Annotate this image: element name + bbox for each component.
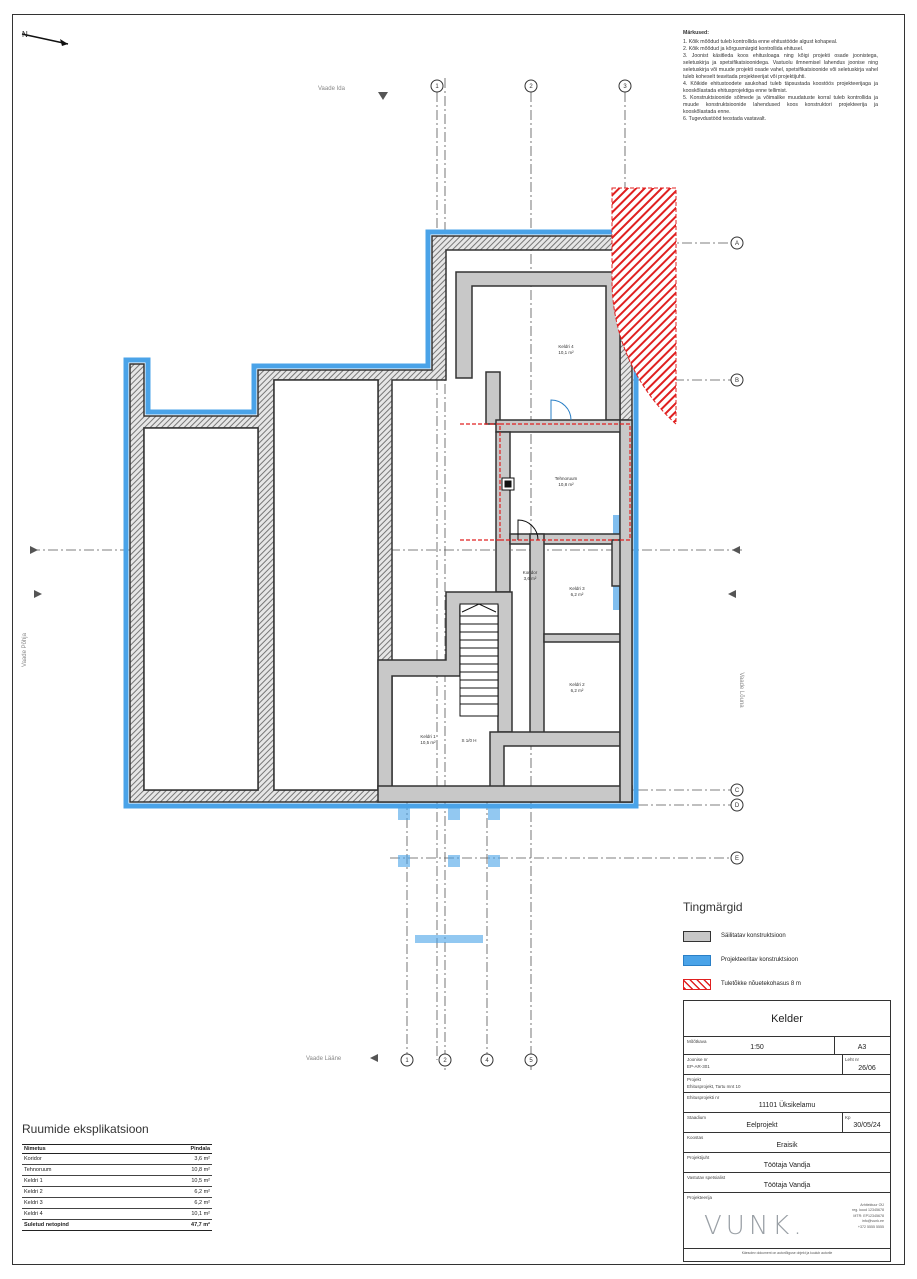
- scale: 1:50: [750, 1044, 764, 1051]
- legend-item-fire: Tuletõkke nõuetekohasus 8 m: [683, 972, 883, 996]
- project-manager: Töötaja Vandja: [763, 1162, 811, 1169]
- svg-text:B: B: [735, 378, 739, 384]
- drawing-sheet: [12, 14, 905, 1265]
- grid-bubble-labels: 1 2 3 A B C D E 1 2 4 5: [405, 84, 740, 1064]
- existing-walls-inner: [377, 271, 633, 803]
- col-header: Pindala: [150, 1144, 212, 1154]
- project: Ehitusprojekt, Tartu mnt 10: [687, 1084, 741, 1089]
- view-arrows: [30, 92, 740, 1062]
- sheet-no: 26/06: [858, 1065, 876, 1072]
- company-logo: VUNK.: [704, 1211, 806, 1241]
- drawing-no: EP-AR-301: [687, 1064, 710, 1069]
- existing-swatch: [683, 930, 711, 942]
- north-arrow-icon: [21, 33, 69, 46]
- room-name: Keldri 4: [558, 344, 574, 349]
- room-labels: Keldri 4 10,1 m² Tehnoruum 10,8 m² Korid…: [420, 344, 585, 745]
- svg-text:C: C: [735, 788, 740, 794]
- note-item: 6. Tugevdustööd teostada vastavalt.: [683, 116, 767, 123]
- svg-text:D: D: [735, 803, 740, 809]
- note-item: 3. Joonist käsitleda koos ehitusloaga ni…: [683, 53, 878, 81]
- stage: Eelprojekt: [746, 1122, 778, 1129]
- legend-item-projected: Projekteeritav konstruktsioon: [683, 948, 883, 972]
- svg-text:1: 1: [405, 1058, 409, 1064]
- responsible-specialist: Töötaja Vandja: [763, 1182, 811, 1189]
- north-label: N: [22, 30, 28, 39]
- svg-text:2: 2: [443, 1058, 447, 1064]
- room-name: Tehnoruum: [555, 476, 578, 481]
- room-area: 10,1 m²: [558, 350, 574, 355]
- sheet-title: Kelder: [771, 1013, 803, 1025]
- room-name: S 1/0 H: [461, 738, 476, 743]
- room-area: 6,2 m²: [571, 592, 584, 597]
- view-label-east: Vaade Lõuna: [738, 672, 744, 708]
- existing-walls-outer: [129, 235, 633, 803]
- date: 30/05/24: [853, 1122, 881, 1129]
- legend: Tingmärgid Säilitatav konstruktsioon Pro…: [683, 900, 883, 996]
- room-area: 10,8 m²: [558, 482, 574, 487]
- svg-text:A: A: [735, 241, 739, 247]
- svg-text:3: 3: [623, 84, 627, 90]
- room-name: Keldri 1: [420, 734, 436, 739]
- fire-zone: [460, 187, 677, 541]
- designer-info: Arhitektuur OÜ reg. kood 12345678 MTR: E…: [852, 1203, 884, 1229]
- svg-text:5: 5: [529, 1058, 533, 1064]
- schedule-title: Ruumide eksplikatsioon: [22, 1122, 149, 1136]
- col-header: Nimetus: [22, 1144, 151, 1154]
- note-item: 1. Kõik mõõdud tuleb kontrollida enne eh…: [683, 39, 838, 46]
- project-number: 11101 Üksikelamu: [758, 1102, 816, 1109]
- room-area: 6,2 m²: [571, 688, 584, 693]
- tb-title-row: Kelder: [684, 1001, 890, 1037]
- projected-swatch: [683, 954, 711, 966]
- legend-item-existing: Säilitatav konstruktsioon: [683, 924, 883, 948]
- svg-text:2: 2: [529, 84, 533, 90]
- room-name: Keldri 2: [569, 682, 585, 687]
- door-blue: [550, 399, 572, 421]
- notes-block: Märkused: 1. Kõik mõõdud tuleb kontrolli…: [683, 30, 878, 123]
- room-schedule: Ruumide eksplikatsioon Nimetus Pindala K…: [22, 1122, 212, 1231]
- title-block: Kelder Mõõtkava 1:50 A3 Joonise nr EP-AR…: [683, 1000, 891, 1262]
- notes-title: Märkused:: [683, 30, 709, 36]
- tb-footer: Käesolev dokument on autoriõiguse objekt…: [741, 1251, 833, 1255]
- view-labels: Vaade Ida Vaade Lääne Vaade Põhja Vaade …: [22, 86, 744, 1062]
- fire-swatch: [683, 978, 711, 990]
- svg-text:E: E: [735, 856, 739, 862]
- grid-bubbles: [400, 79, 744, 1067]
- note-item: 4. Kõikide ehitustoodete asukohad tuleb …: [683, 81, 878, 95]
- view-label-south: Vaade Lääne: [306, 1056, 342, 1062]
- format: A3: [857, 1044, 867, 1051]
- note-item: 2. Kõik mõõdud ja kõrgusmärgid kontrolli…: [683, 46, 804, 53]
- room-area: 10,5 m²: [420, 740, 436, 745]
- room-area: 3,6 m²: [524, 576, 537, 581]
- view-label-north: Vaade Ida: [318, 86, 346, 92]
- staircase: [459, 603, 499, 717]
- view-label-west: Vaade Põhja: [22, 632, 28, 667]
- room-name: Keldri 3: [569, 586, 585, 591]
- author: Eraisik: [776, 1142, 798, 1149]
- svg-text:4: 4: [485, 1058, 489, 1064]
- note-item: 5. Konstruktsioonide sõlmede ja võimalik…: [683, 95, 878, 116]
- svg-text:1: 1: [435, 84, 439, 90]
- room-name: Koridor: [523, 570, 538, 575]
- legend-title: Tingmärgid: [683, 900, 743, 914]
